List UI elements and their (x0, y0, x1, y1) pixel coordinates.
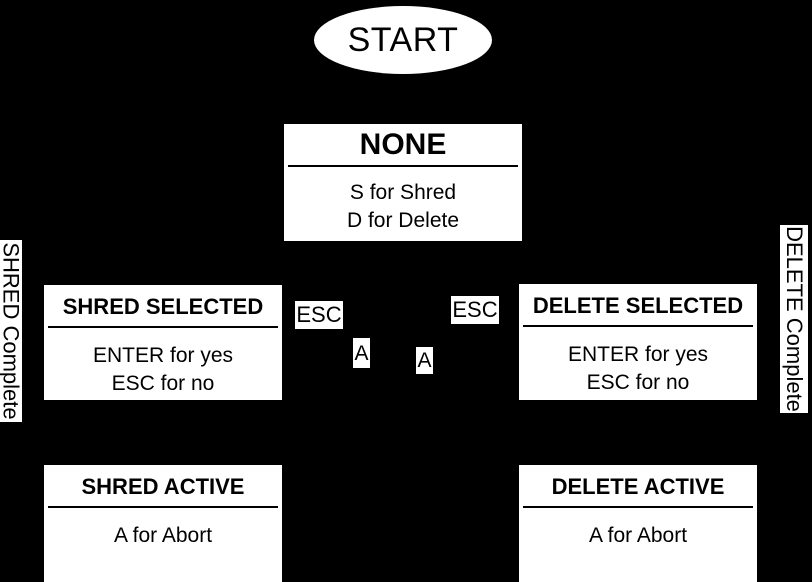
edge-label-delete-complete-text: DELETE Complete (782, 226, 808, 412)
state-title-shred-selected: SHRED SELECTED (62, 294, 264, 319)
state-body-line: ESC for no (586, 370, 690, 394)
state-body-line: A for Abort (588, 524, 688, 547)
state-node-shred-selected[interactable]: SHRED SELECTED ENTER for yes ESC for no (44, 285, 282, 400)
edge-none-to-delete-selected (403, 241, 639, 243)
state-divider-delete-active (523, 506, 753, 508)
state-body-shred-selected: ENTER for yes ESC for no (44, 328, 282, 400)
state-node-shred-active[interactable]: SHRED ACTIVE A for Abort (44, 465, 282, 582)
edge-shred-selected-drop (162, 400, 164, 465)
state-body-line: A for Abort (113, 524, 213, 547)
edge-start-to-none (402, 74, 404, 124)
state-divider-none (288, 165, 518, 167)
edge-label-esc-shred: ESC (295, 301, 343, 329)
state-body-line: ESC for no (111, 371, 215, 395)
edge-delete-abort-return (424, 352, 519, 354)
state-title-delete-selected: DELETE SELECTED (532, 293, 744, 318)
state-body-line: ENTER for yes (567, 343, 709, 366)
edge-shred-abort-return (282, 340, 362, 342)
state-body-line: ENTER for yes (92, 344, 234, 367)
state-body-shred-active: A for Abort (44, 508, 282, 582)
start-node-label: START (347, 21, 459, 59)
start-node[interactable]: START (314, 6, 492, 74)
edge-none-to-shred-selected (163, 241, 403, 243)
state-node-delete-selected[interactable]: DELETE SELECTED ENTER for yes ESC for no (519, 284, 757, 400)
edge-label-shred-complete: SHRED Complete (0, 240, 24, 422)
edge-label-shred-complete-text: SHRED Complete (0, 242, 24, 420)
state-node-delete-active[interactable]: DELETE ACTIVE A for Abort (519, 465, 757, 582)
state-node-none[interactable]: NONE S for Shred D for Delete (284, 124, 522, 241)
edge-label-abort-shred: A (353, 338, 370, 368)
state-divider-shred-selected (48, 326, 278, 328)
state-divider-delete-selected (523, 325, 753, 327)
state-title-none: NONE (359, 128, 447, 161)
edge-label-delete-complete: DELETE Complete (780, 225, 808, 413)
edge-delete-selected-drop (638, 400, 640, 465)
state-body-line: S for Shred (349, 181, 457, 204)
edge-label-abort-delete: A (416, 347, 433, 374)
state-title-shred-active: SHRED ACTIVE (81, 474, 245, 499)
edge-label-esc-delete: ESC (451, 296, 499, 324)
state-divider-shred-active (48, 506, 278, 508)
state-body-delete-active: A for Abort (519, 508, 757, 582)
state-body-line: D for Delete (346, 208, 460, 232)
state-title-delete-active: DELETE ACTIVE (551, 474, 725, 499)
state-body-none: S for Shred D for Delete (284, 167, 522, 241)
state-body-delete-selected: ENTER for yes ESC for no (519, 327, 757, 400)
